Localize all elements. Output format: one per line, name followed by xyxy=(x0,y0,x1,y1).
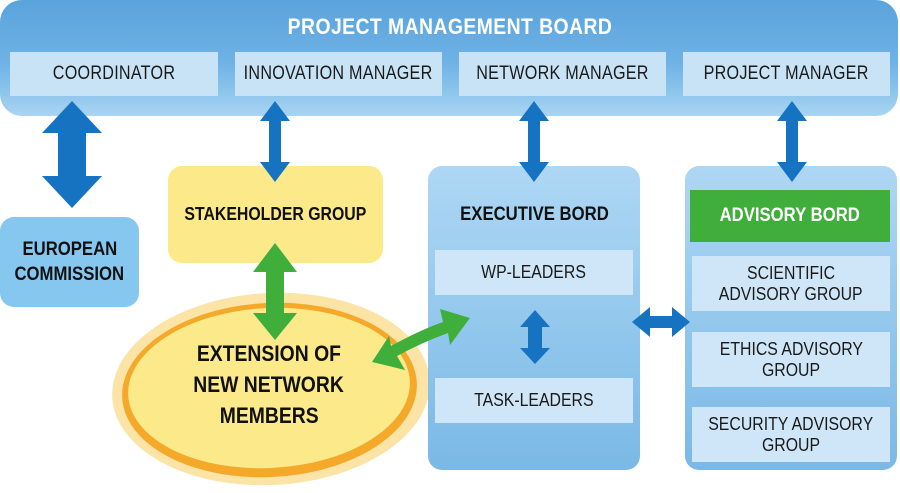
role-network-manager: NETWORK MANAGER xyxy=(459,52,666,96)
extension-label: EXTENSION OF NEW NETWORK MEMBERS xyxy=(193,341,345,428)
pmb-title: PROJECT MANAGEMENT BOARD xyxy=(287,14,613,39)
task-leaders-box: TASK-LEADERS xyxy=(435,378,633,423)
role-coordinator: COORDINATOR xyxy=(10,52,218,96)
double-arrow-network-executive-icon xyxy=(519,101,549,182)
executive-board-title: EXECUTIVE BORD xyxy=(459,204,609,225)
double-arrow-innovation-stakeholder-icon xyxy=(260,101,290,182)
double-arrow-coordinator-ec-icon xyxy=(42,101,102,208)
double-arrow-project-advisory-icon xyxy=(777,101,807,182)
double-arrow-executive-advisory-icon xyxy=(632,307,690,337)
double-arrow-extension-executive-icon xyxy=(372,309,470,370)
role-project-manager: PROJECT MANAGER xyxy=(683,52,890,96)
advisory-board-title: ADVISORY BORD xyxy=(690,190,890,242)
role-innovation-manager: INNOVATION MANAGER xyxy=(235,52,442,96)
double-arrow-stakeholder-extension-icon xyxy=(253,243,297,340)
double-arrow-wp-task-icon xyxy=(520,310,550,364)
wp-leaders-box: WP-LEADERS xyxy=(435,250,633,295)
